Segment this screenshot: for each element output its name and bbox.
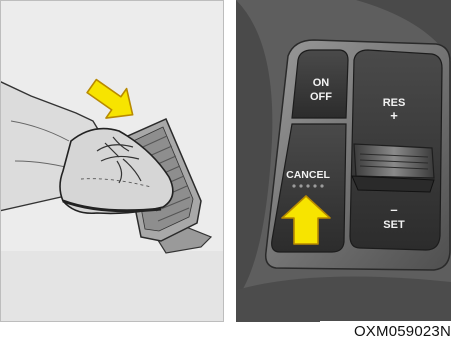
brake-pedal-drawing	[1, 1, 224, 322]
on-label: ON	[313, 77, 330, 89]
figure-code-caption: OXM059023N	[320, 321, 451, 342]
cancel-label: CANCEL	[286, 169, 330, 181]
on-off-button[interactable]: ON OFF	[292, 50, 348, 118]
cruise-control-switch-illustration: ON OFF CANCEL RES +	[236, 0, 451, 322]
brake-pedal-illustration	[0, 0, 224, 322]
off-label: OFF	[310, 91, 332, 103]
set-label: SET	[383, 219, 405, 231]
minus-label: –	[390, 202, 397, 217]
cruise-lever[interactable]	[352, 144, 434, 192]
cruise-control-drawing: ON OFF CANCEL RES +	[236, 0, 451, 322]
plus-label: +	[390, 108, 398, 123]
res-set-toggle[interactable]: RES + – SET	[350, 50, 442, 250]
